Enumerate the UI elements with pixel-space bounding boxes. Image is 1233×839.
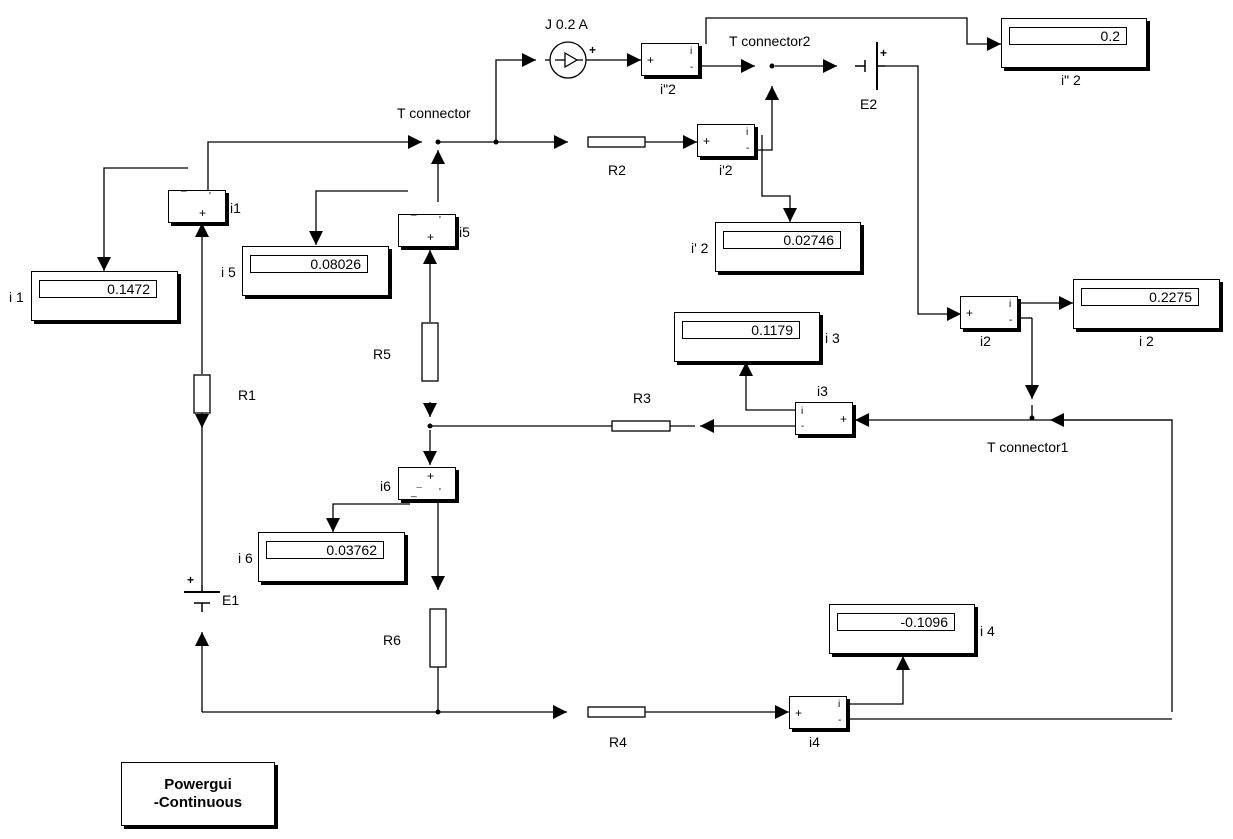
display-i-prime-2-label: i' 2 <box>691 240 709 256</box>
display-i2[interactable]: 0.2275 <box>1073 279 1220 329</box>
resistor-r4 <box>587 706 646 718</box>
display-i4-label: i 4 <box>980 623 995 639</box>
r6-label: R6 <box>383 632 401 648</box>
e1-label: E1 <box>222 592 240 608</box>
r2-label: R2 <box>608 162 626 178</box>
t-connector1-label: T connector1 <box>987 439 1069 455</box>
ammeter-i2-label: i2 <box>980 333 991 349</box>
resistor-r5 <box>421 322 439 382</box>
r4-label: R4 <box>609 734 627 750</box>
display-i5-value: 0.08026 <box>250 255 368 273</box>
display-i-prime-2-value: 0.02746 <box>723 231 841 249</box>
display-i2-value: 0.2275 <box>1081 288 1199 306</box>
battery-e1-plus-sign: + <box>187 573 195 587</box>
resistor-r2 <box>587 136 646 148</box>
resistor-r1 <box>193 374 211 414</box>
ammeter-i-prime-2[interactable]: + i - <box>697 124 755 157</box>
display-i1-label: i 1 <box>9 289 24 305</box>
t-connector2-label: T connector2 <box>729 33 811 49</box>
display-i3-value: 0.1179 <box>682 321 800 339</box>
ammeter-i5-label: i5 <box>459 224 470 240</box>
r1-label: R1 <box>238 387 256 403</box>
display-i-double-prime-2-label: i" 2 <box>1061 72 1081 88</box>
display-i5[interactable]: 0.08026 <box>242 246 389 296</box>
display-i3[interactable]: 0.1179 <box>674 312 820 362</box>
display-i6[interactable]: 0.03762 <box>258 532 405 582</box>
ammeter-i6[interactable]: + _¯' <box>398 467 456 500</box>
ammeter-i6-label: i6 <box>380 478 391 494</box>
ammeter-i5[interactable]: ¯' + <box>398 214 456 247</box>
display-i4[interactable]: -0.1096 <box>829 604 975 654</box>
ammeter-i1[interactable]: ¯' + <box>168 190 226 223</box>
resistor-r6 <box>429 608 447 668</box>
ammeter-i3[interactable]: i - + <box>795 402 853 435</box>
display-i-double-prime-2[interactable]: 0.2 <box>1001 18 1147 68</box>
t-connector-label: T connector <box>397 105 471 121</box>
battery-e2 <box>855 42 885 90</box>
display-i3-label: i 3 <box>825 330 840 346</box>
display-i-prime-2[interactable]: 0.02746 <box>715 222 861 272</box>
r3-label: R3 <box>633 390 651 406</box>
display-i5-label: i 5 <box>221 264 236 280</box>
ammeter-i2[interactable]: + i - <box>960 296 1018 329</box>
ammeter-i1-label: i1 <box>230 200 241 216</box>
powergui-line1: Powergui <box>164 776 232 793</box>
display-i-double-prime-2-value: 0.2 <box>1009 27 1127 45</box>
ammeter-i4[interactable]: + i - <box>789 696 847 729</box>
ammeter-i-double-prime-2[interactable]: + i - <box>641 43 699 76</box>
ammeter-i3-label: i3 <box>817 383 828 399</box>
r5-label: R5 <box>373 346 391 362</box>
display-i4-value: -0.1096 <box>837 613 955 631</box>
e2-label: E2 <box>860 96 878 112</box>
current-source <box>545 41 600 79</box>
ammeter-i-double-prime-2-label: i"2 <box>660 81 676 97</box>
display-i6-label: i 6 <box>238 550 253 566</box>
powergui-line2: -Continuous <box>153 794 243 811</box>
display-i1-value: 0.1472 <box>39 280 157 298</box>
ammeter-i-prime-2-label: i'2 <box>719 162 733 178</box>
ammeter-i4-label: i4 <box>809 734 820 750</box>
powergui-block[interactable]: Powergui -Continuous <box>121 762 275 826</box>
source-plus-sign: + <box>589 43 597 57</box>
display-i1[interactable]: 0.1472 <box>31 271 178 321</box>
resistor-r3 <box>611 420 671 432</box>
battery-e2-plus-sign: + <box>880 46 888 60</box>
source-label: J 0.2 A <box>545 16 588 32</box>
battery-e1 <box>184 585 220 612</box>
display-i6-value: 0.03762 <box>266 541 384 559</box>
display-i2-label: i 2 <box>1139 333 1154 349</box>
